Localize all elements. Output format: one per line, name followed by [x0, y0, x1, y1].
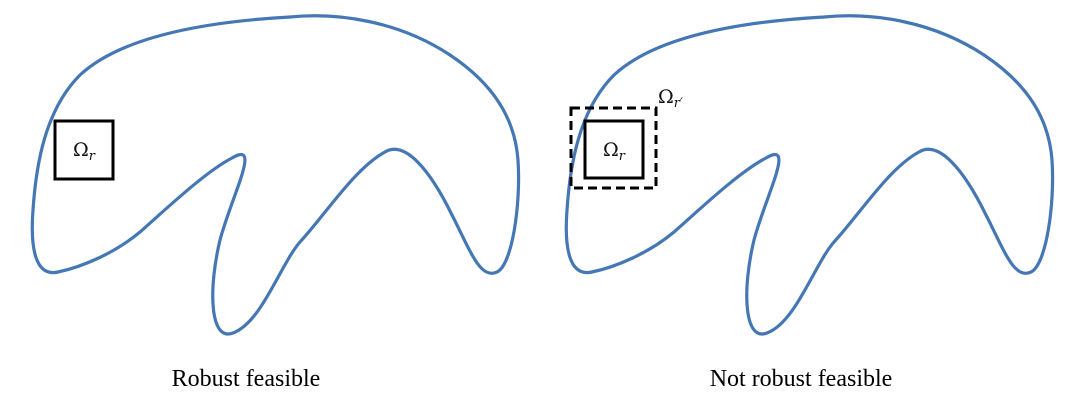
panel-robust-feasible: Ωr Robust feasible	[30, 14, 521, 392]
feasible-region-outline	[30, 14, 521, 336]
omega-r-box	[583, 119, 645, 180]
omega-r-prime-box	[569, 106, 658, 190]
panel-not-robust-feasible: Ωr Ωr′ Not robust feasible	[534, 0, 1068, 410]
omega-r-label: Ωr	[73, 139, 96, 164]
feasible-region-outline	[564, 14, 1055, 336]
omega-r-prime-label: Ωr′	[658, 86, 683, 111]
right-figure: Ωr Ωr′	[564, 14, 1055, 336]
omega-r-box	[53, 119, 115, 181]
left-figure: Ωr	[30, 14, 521, 336]
omega-r-label: Ωr	[603, 139, 626, 164]
caption-not-robust-feasible: Not robust feasible	[709, 366, 893, 392]
caption-robust-feasible: Robust feasible	[171, 366, 321, 392]
